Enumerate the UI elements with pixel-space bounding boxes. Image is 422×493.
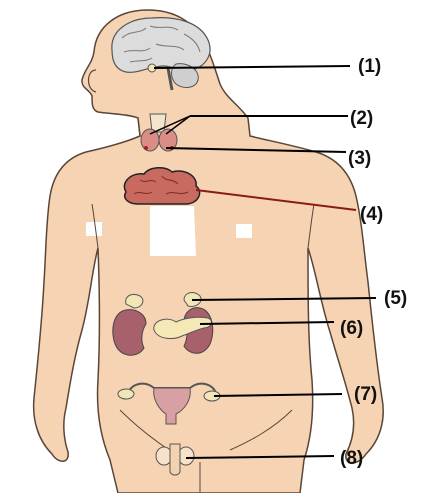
ovary-left [118,389,134,399]
label-1: (1) [358,56,381,77]
label-2: (2) [350,108,373,129]
parathyroid-dot-1 [144,146,148,150]
label-6: (6) [340,318,363,339]
chest-mark-right [236,224,252,238]
penis [170,444,180,475]
label-5: (5) [384,288,407,309]
label-8: (8) [340,448,363,469]
chest-gap [150,206,196,256]
label-3: (3) [348,148,371,169]
thyroid-lobe-left [141,129,159,151]
label-4: (4) [360,204,383,225]
kidney-left [113,310,146,356]
body-silhouette [34,10,384,493]
label-7: (7) [354,384,377,405]
chest-mark-left [86,222,102,236]
body-outline [34,10,384,493]
